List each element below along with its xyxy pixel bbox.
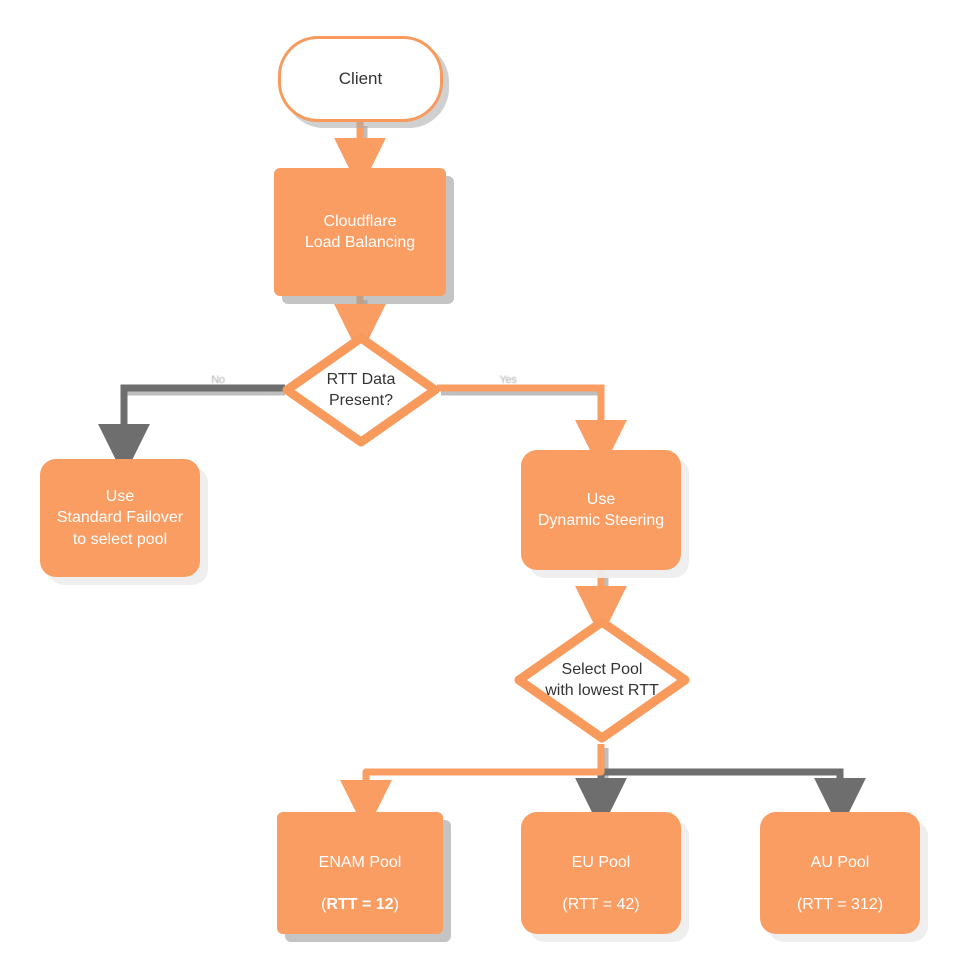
- edge-rtt-yes-to-steering: [437, 384, 627, 473]
- node-au-pool-label: AU Pool (RTT = 312): [797, 831, 883, 915]
- node-select-pool[interactable]: Select Pool with lowest RTT: [513, 616, 691, 744]
- node-select-pool-label: Select Pool with lowest RTT: [545, 660, 659, 699]
- node-au-pool[interactable]: AU Pool (RTT = 312): [760, 812, 920, 934]
- node-dynamic-steering[interactable]: Use Dynamic Steering: [521, 450, 681, 570]
- au-pool-rtt-open: (: [796, 896, 803, 914]
- au-pool-rtt-close: ): [877, 896, 884, 914]
- node-rtt-data-present-label: RTT Data Present?: [326, 370, 396, 409]
- decision-diamond-shape: [282, 333, 440, 447]
- node-cloudflare-load-balancing-label: Cloudflare Load Balancing: [304, 212, 416, 251]
- node-dynamic-steering-label: Use Dynamic Steering: [537, 490, 665, 529]
- decision-diamond-shape: [514, 617, 690, 743]
- eu-pool-rtt-open: (: [562, 896, 568, 914]
- node-enam-pool-label: ENAM Pool (RTT = 12): [319, 831, 402, 915]
- edge-label-rtt-yes: Yes: [499, 374, 517, 386]
- au-pool-name: AU Pool: [810, 853, 870, 871]
- edge-rtt-no-to-failover: [98, 384, 285, 477]
- eu-pool-rtt-value: RTT = 42: [567, 896, 635, 914]
- node-eu-pool-label: EU Pool (RTT = 42): [562, 831, 639, 915]
- node-standard-failover[interactable]: Use Standard Failover to select pool: [40, 459, 200, 577]
- edge-select-to-enam: [340, 744, 605, 833]
- enam-pool-rtt-value: RTT = 12: [326, 896, 394, 914]
- node-standard-failover-label: Use Standard Failover to select pool: [56, 488, 184, 548]
- enam-pool-rtt-open: (: [321, 896, 327, 914]
- edge-label-rtt-no: No: [211, 374, 225, 386]
- node-rtt-data-present[interactable]: RTT Data Present?: [281, 332, 441, 448]
- node-client[interactable]: Client: [278, 36, 443, 122]
- node-eu-pool[interactable]: EU Pool (RTT = 42): [521, 812, 681, 934]
- edge-select-to-au: [601, 768, 866, 831]
- node-cloudflare-load-balancing[interactable]: Cloudflare Load Balancing: [274, 168, 446, 296]
- node-enam-pool[interactable]: ENAM Pool (RTT = 12): [277, 812, 443, 934]
- enam-pool-rtt-close: ): [393, 896, 399, 914]
- eu-pool-rtt-close: ): [634, 896, 640, 914]
- enam-pool-name: ENAM Pool: [318, 853, 402, 871]
- au-pool-rtt-value: RTT = 312: [802, 896, 878, 914]
- eu-pool-name: EU Pool: [571, 853, 631, 871]
- node-client-label: Client: [338, 68, 383, 88]
